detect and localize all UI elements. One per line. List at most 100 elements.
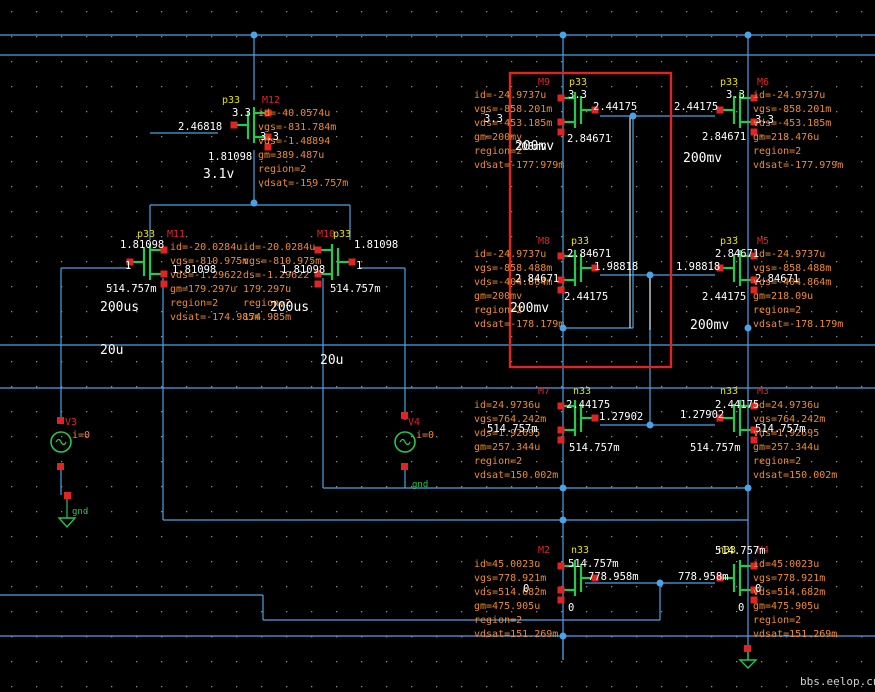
device-pin[interactable] [314, 270, 322, 278]
device-pin[interactable] [314, 280, 322, 288]
device-pin[interactable] [750, 586, 758, 594]
op-param-label: gm=200mv [474, 291, 522, 302]
annotation-20u: 20u [100, 343, 123, 358]
device-pin[interactable] [557, 286, 565, 294]
annotation-200mv: 200mv [690, 318, 729, 333]
transistor-m3[interactable]: M3n33id=24.9736uvgs=764.242mvds=1.92695g… [680, 386, 837, 481]
device-pin[interactable] [557, 596, 565, 604]
wires[interactable] [0, 34, 875, 660]
device-pin[interactable] [750, 402, 758, 410]
annotation-3-1v: 3.1v [203, 167, 234, 182]
op-param-label: vds=-1.48894 [258, 136, 330, 147]
node-voltage-label: 3.3 [484, 113, 503, 125]
device-pin[interactable] [591, 264, 599, 272]
device-pin[interactable] [591, 106, 599, 114]
device-pin[interactable] [591, 414, 599, 422]
device-pin[interactable] [750, 128, 758, 136]
device-pin[interactable] [557, 118, 565, 126]
ground-symbol-3[interactable] [738, 645, 758, 669]
device-pin[interactable] [591, 574, 599, 582]
op-param-label: region=2 [753, 615, 801, 626]
device-pin[interactable] [716, 264, 724, 272]
op-param-label: vds=-1.29622 [170, 270, 242, 281]
node-voltage-label: 2.84671 [755, 273, 799, 285]
device-pin[interactable] [264, 133, 272, 141]
node-voltage-label: 1.81098 [281, 264, 325, 276]
device-pin[interactable] [750, 118, 758, 126]
device-pin[interactable] [557, 586, 565, 594]
device-pin[interactable] [264, 143, 272, 151]
device-pin[interactable] [557, 276, 565, 284]
device-pin[interactable] [716, 414, 724, 422]
op-param-label: id=-40.0574u [258, 108, 330, 119]
transistor-m10[interactable]: M10p33id=-20.0284uvgs=-810.975mds=-1.296… [243, 229, 398, 323]
op-param-label: vds=1.92695 [753, 428, 819, 439]
v4-param-label: i=0 [416, 430, 434, 441]
current-source-v3[interactable]: V3 i=0 [50, 417, 90, 470]
device-pin[interactable] [230, 121, 238, 129]
device-pin[interactable] [750, 562, 758, 570]
device-pin[interactable] [750, 436, 758, 444]
op-param-label: vdsat=-177.979m [753, 160, 843, 171]
op-param-label: vds=-404.864m [753, 277, 831, 288]
model-name-label: p33 [333, 229, 351, 240]
node-voltage-label: 778.958m [678, 571, 729, 583]
annotation-200us: 200us [270, 300, 309, 315]
device-pin[interactable] [160, 246, 168, 254]
op-param-label: vdsat=-174.985m [170, 312, 260, 323]
device-pin[interactable] [557, 252, 565, 260]
device-pin[interactable] [557, 94, 565, 102]
device-pin[interactable] [264, 109, 272, 117]
ground-label: gnd [72, 507, 88, 517]
transistor-m11[interactable]: M11p33id=-20.0284uvgs=-810.975mvds=-1.29… [106, 229, 260, 323]
transistor-m12[interactable]: M12p33id=-40.0574uvgs=-831.784mvds=-1.48… [178, 95, 348, 189]
op-param-label: vgs=-858.201m [474, 104, 552, 115]
device-pin[interactable] [126, 258, 134, 266]
ground-symbol-2[interactable]: gnd [412, 480, 428, 490]
op-param-label: vgs=778.921m [753, 573, 825, 584]
op-param-label: vdsat=151.269m [474, 629, 558, 640]
node-voltage-label: 1.98818 [676, 261, 720, 273]
device-pin[interactable] [750, 276, 758, 284]
device-pin[interactable] [160, 270, 168, 278]
device-pin[interactable] [557, 128, 565, 136]
op-param-label: vgs=-810.975m [243, 256, 321, 267]
device-pin[interactable] [557, 436, 565, 444]
annotation-20u: 20u [320, 353, 343, 368]
op-param-label: region=2 [474, 146, 522, 157]
op-param-label: id=-24.9737u [753, 249, 825, 260]
transistor-m5[interactable]: M5p33id=-24.9737uvgs=-858.488mvds=-404.8… [676, 236, 843, 330]
model-name-label: p33 [720, 236, 738, 247]
transistor-m4[interactable]: M4n33id=45.0023uvgs=778.921mvds=514.682m… [678, 545, 837, 640]
device-pin[interactable] [750, 286, 758, 294]
transistor-m6[interactable]: M6p33id=-24.9737uvgs=-858.201mvds=-453.1… [674, 77, 843, 171]
device-pin[interactable] [557, 402, 565, 410]
v3-name-label: V3 [65, 417, 77, 428]
node-voltage-label: 0 [523, 583, 529, 595]
device-pin[interactable] [750, 426, 758, 434]
op-param-label: region=2 [258, 164, 306, 175]
device-pin[interactable] [750, 252, 758, 260]
current-source-v4[interactable]: V4 i=0 [394, 412, 434, 470]
device-pin[interactable] [348, 258, 356, 266]
node-voltage-label: 2.44175 [702, 291, 746, 303]
device-pin[interactable] [716, 106, 724, 114]
device-pin[interactable] [557, 562, 565, 570]
op-param-label: vgs=-858.488m [753, 263, 831, 274]
device-pin[interactable] [314, 246, 322, 254]
node-voltage-label: 3.3 [232, 107, 251, 119]
ground-symbol-1[interactable]: gnd [57, 492, 88, 529]
device-pin[interactable] [716, 574, 724, 582]
device-pin[interactable] [750, 94, 758, 102]
device-pin[interactable] [750, 596, 758, 604]
device-pin[interactable] [160, 280, 168, 288]
device-pin[interactable] [557, 426, 565, 434]
op-param-label: vgs=764.242m [474, 414, 546, 425]
annotation-200mv: 200mv [683, 151, 722, 166]
